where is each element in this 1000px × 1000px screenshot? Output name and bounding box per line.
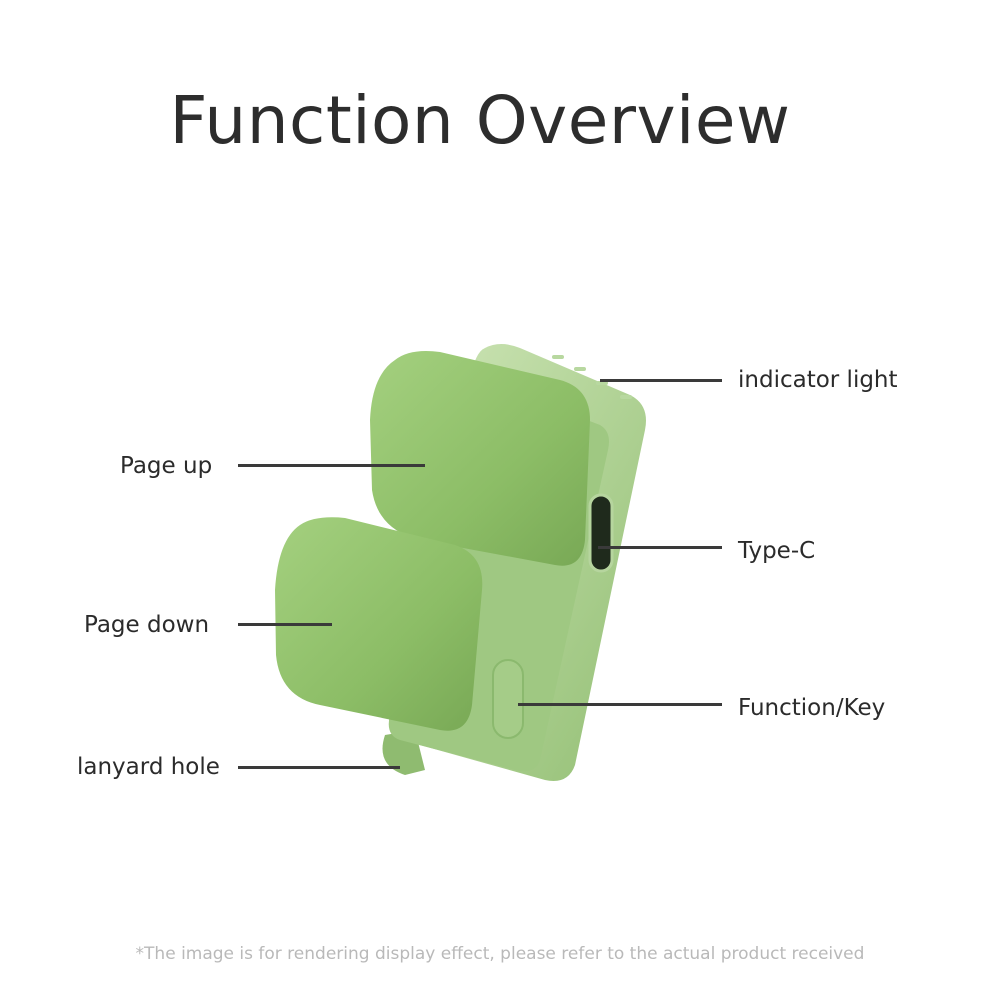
label-indicator-light: indicator light: [738, 367, 898, 393]
callout-line-page-up: [238, 464, 425, 467]
callout-line-type-c: [598, 546, 722, 549]
indicator-light-dots: [552, 355, 632, 399]
disclaimer-footer: *The image is for rendering display effe…: [135, 944, 865, 964]
label-page-up: Page up: [120, 453, 213, 479]
callout-line-page-down: [238, 623, 332, 626]
page-down-key: [275, 517, 483, 731]
label-type-c: Type-C: [738, 538, 816, 564]
callout-line-indicator-light: [600, 379, 722, 382]
type-c-port: [588, 493, 614, 573]
page-title: Function Overview: [169, 82, 791, 159]
label-lanyard-hole: lanyard hole: [77, 754, 220, 780]
label-page-down: Page down: [84, 612, 210, 638]
page-up-key: [370, 351, 590, 566]
callout-line-function-key: [518, 703, 722, 706]
label-function-key: Function/Key: [738, 695, 886, 721]
callout-line-lanyard-hole: [238, 766, 400, 769]
function-key-button: [492, 659, 524, 739]
